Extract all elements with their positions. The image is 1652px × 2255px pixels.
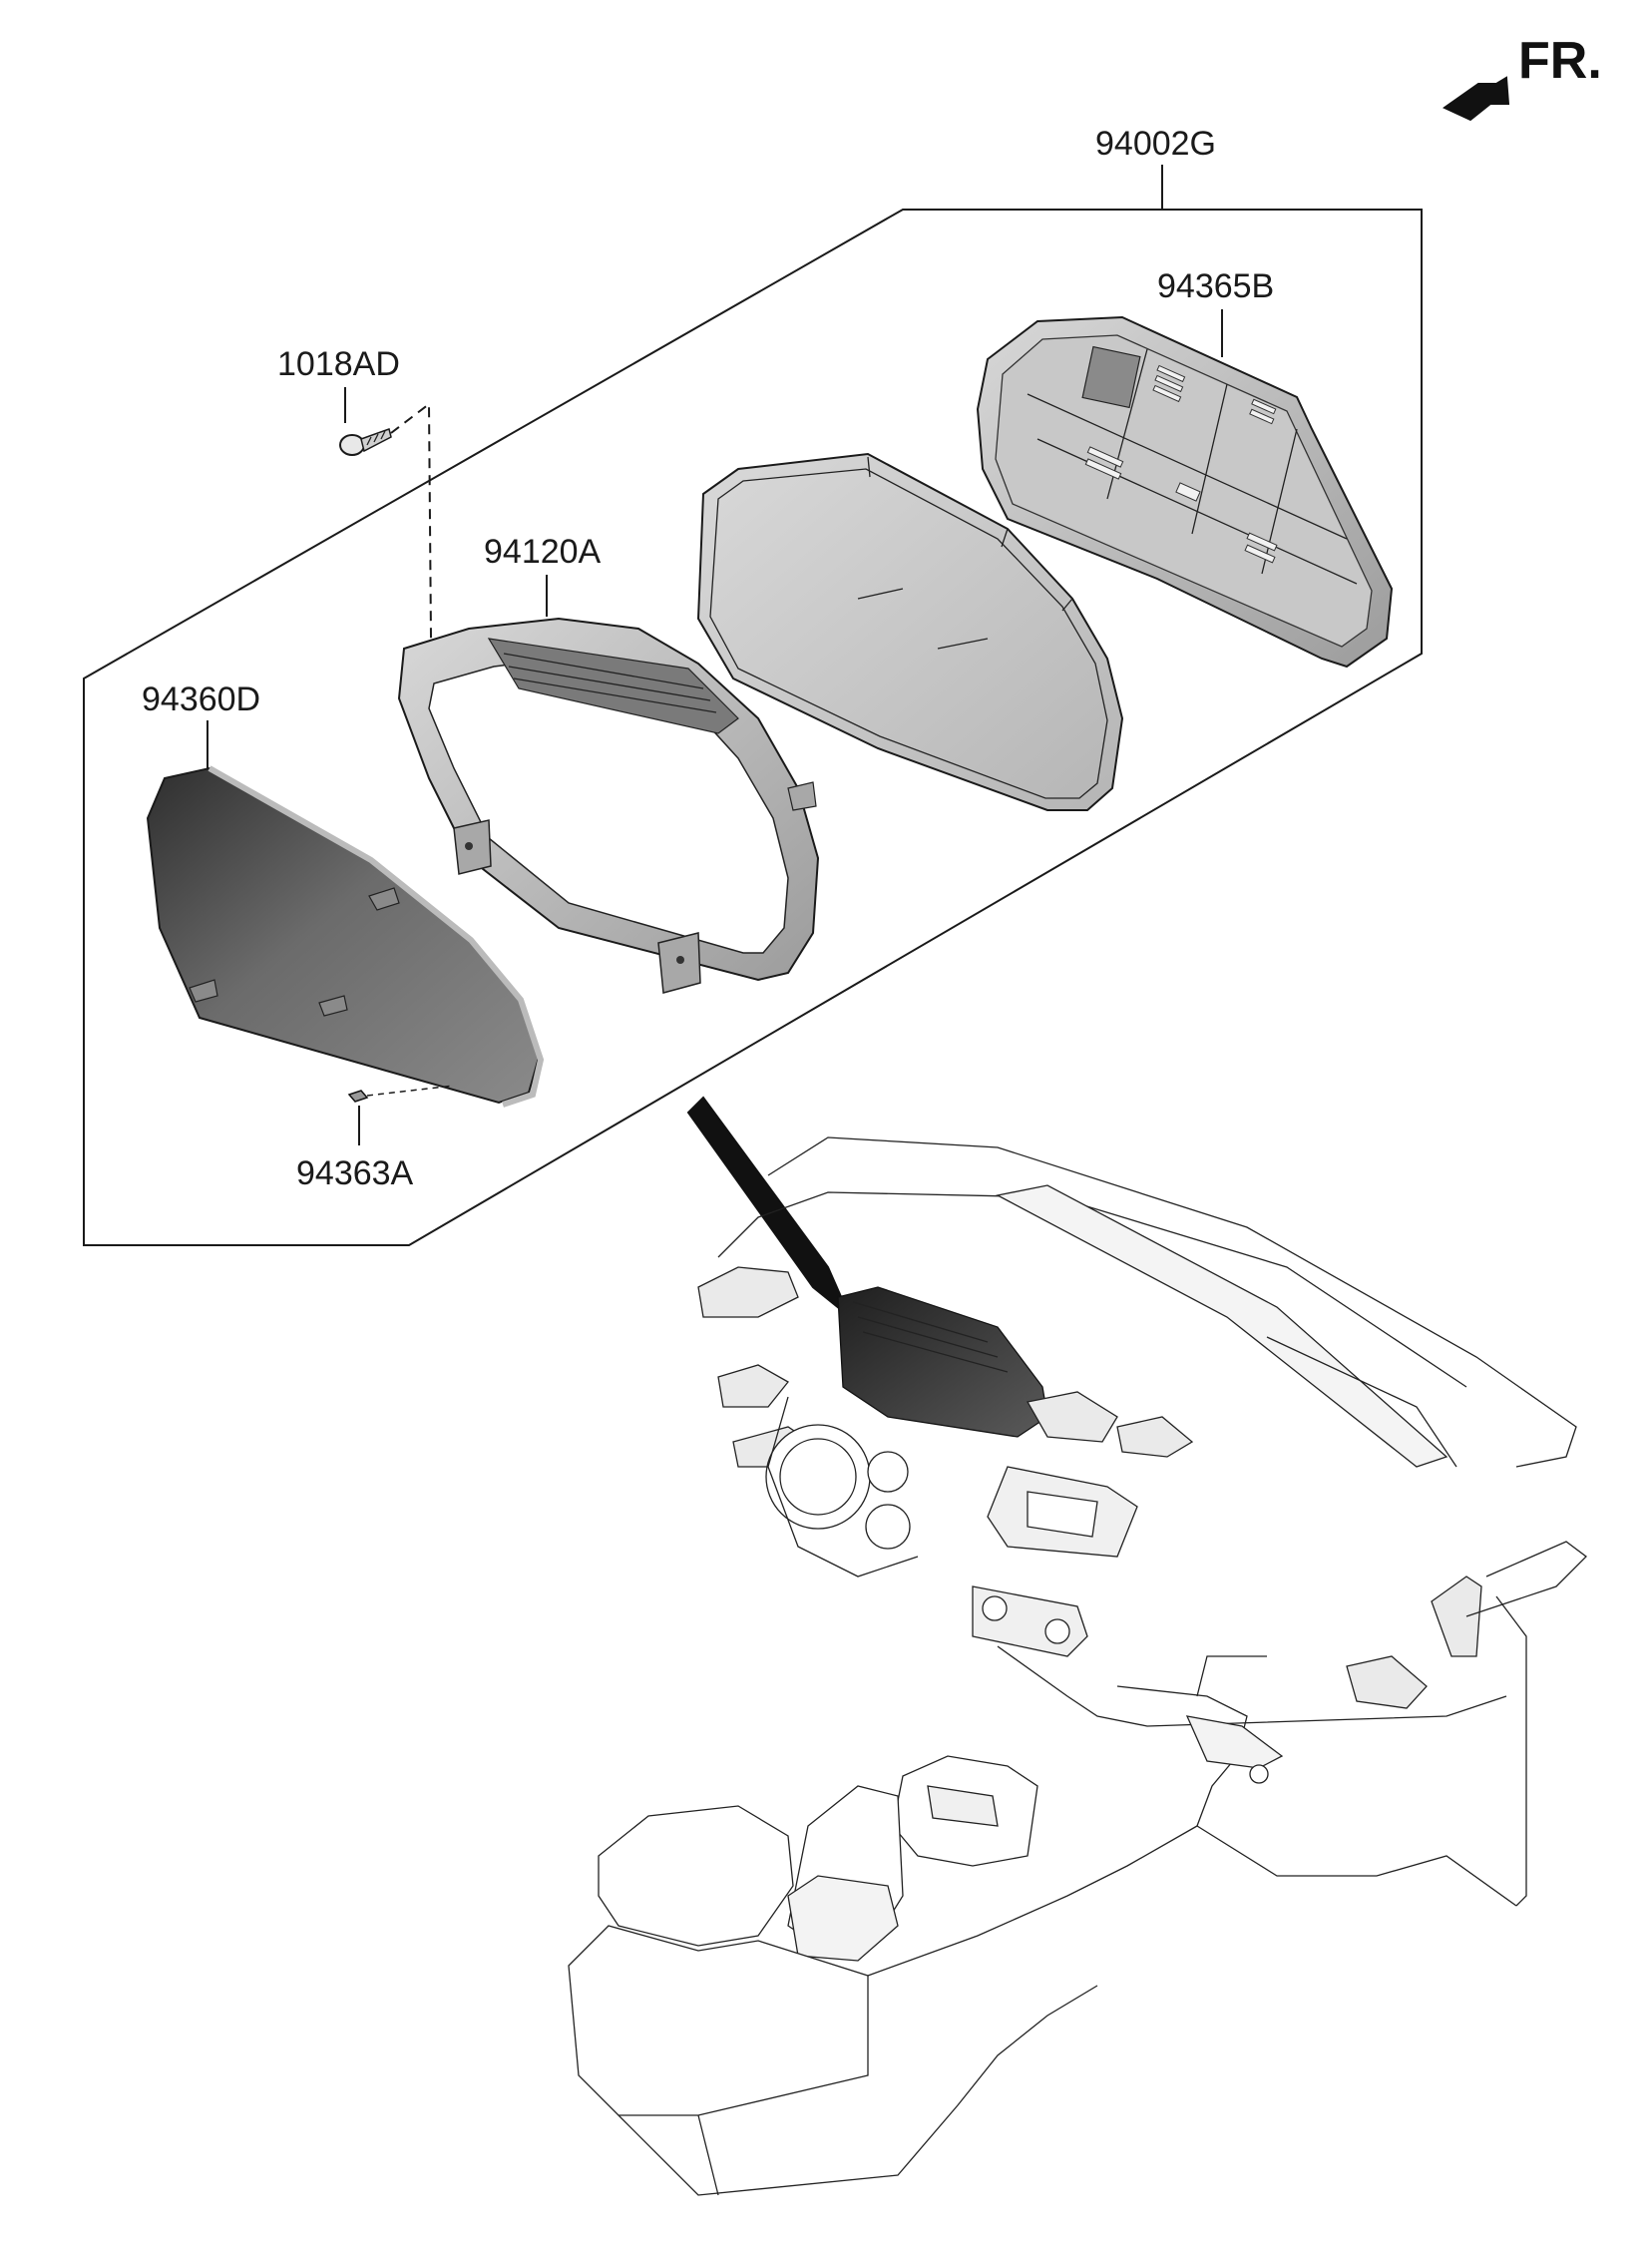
front-label: FR.	[1518, 32, 1602, 90]
part-code-label: 94363A	[296, 1154, 414, 1192]
part-code-label: 94120A	[484, 533, 602, 571]
front-indicator: FR.	[1443, 32, 1602, 122]
location-pointer	[686, 1096, 851, 1318]
cluster-housing	[397, 617, 820, 994]
front-direction-arrow-icon	[1443, 76, 1510, 122]
part-code-label: 94360D	[142, 680, 260, 718]
screw-part	[339, 401, 432, 640]
cluster-display-panel	[696, 452, 1124, 811]
part-code-label: 94365B	[1157, 267, 1274, 305]
assembly-boundary	[83, 165, 1423, 1246]
cluster-rear-case	[976, 315, 1394, 669]
cluster-window	[146, 765, 545, 1108]
dashboard-illustration	[568, 1136, 1587, 2196]
part-code-label: 94002G	[1095, 125, 1216, 163]
window-clip-part	[347, 1085, 455, 1103]
part-code-label: 1018AD	[277, 345, 400, 383]
